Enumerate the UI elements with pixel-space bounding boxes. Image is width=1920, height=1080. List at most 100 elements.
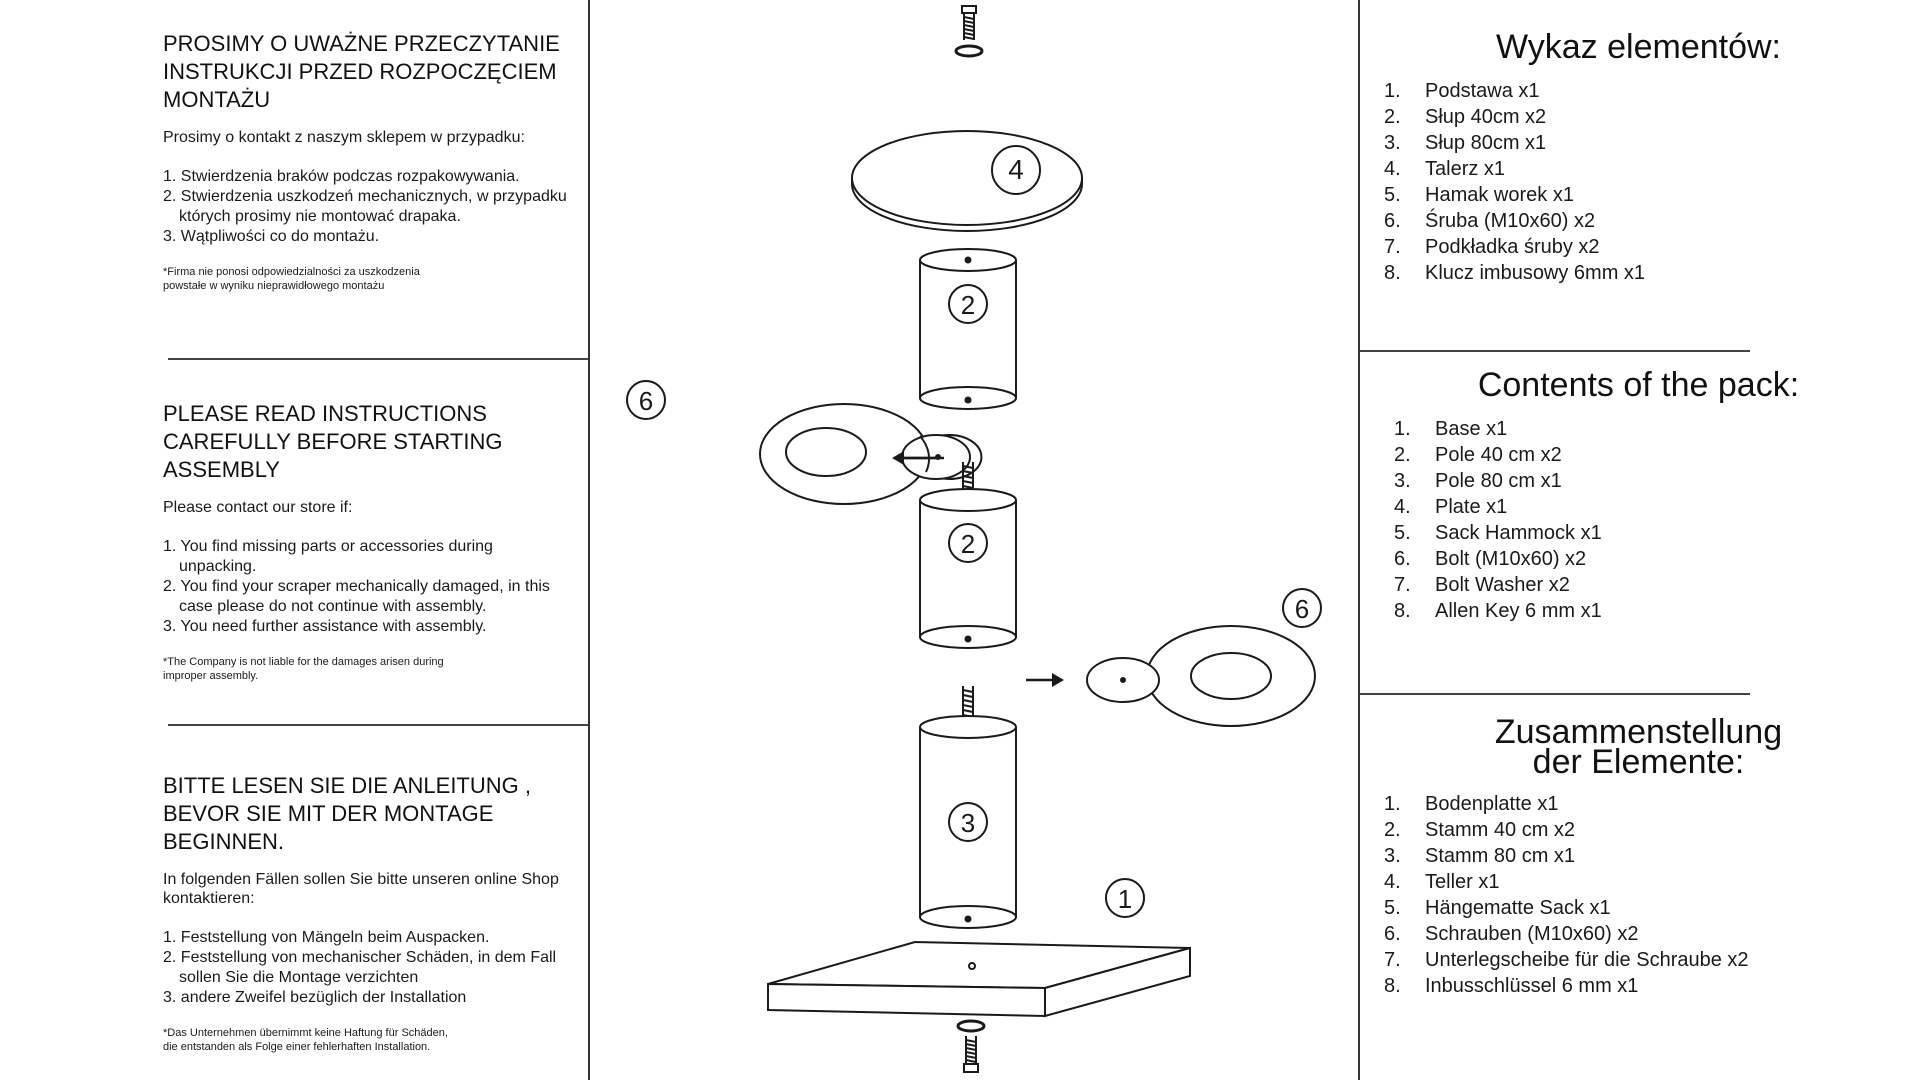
english-note: *The Company is not liable for the damag…: [163, 656, 444, 682]
list-item: 3. Wątpliwości co do montażu.: [163, 228, 380, 245]
plate-part: 4: [851, 130, 1083, 232]
base-part: 1: [767, 878, 1191, 1018]
item-text: Unterlegscheibe für die Schraube x2: [1425, 949, 1749, 971]
item-text: Podkładka śruby x2: [1425, 236, 1600, 258]
item-number: 4.: [1384, 871, 1401, 893]
item-text: Hängematte Sack x1: [1425, 897, 1611, 919]
item-number: 7.: [1394, 574, 1411, 596]
list-item: 4. Teller x1: [1384, 869, 1901, 895]
item-number: 4.: [1394, 496, 1411, 518]
divider: [1360, 693, 1750, 695]
list-item: 8.Allen Key 6 mm x1: [1394, 598, 1901, 624]
list-item: 6.Schrauben (M10x60) x2: [1384, 921, 1901, 947]
english-contents-title: Contents of the pack:: [1477, 366, 1800, 404]
top-bolt-icon: [954, 5, 984, 58]
item-text: Bolt (M10x60) x2: [1435, 548, 1587, 570]
item-number: 6.: [1384, 210, 1401, 232]
item-text: Śruba (M10x60) x2: [1425, 210, 1596, 232]
list-item: 1. You find missing parts or accessories…: [163, 538, 493, 575]
polish-contents-list: 1. Podstawa x1 2. Słup 40cm x2 3. Słup 80cm…: [1384, 78, 1901, 286]
german-instructions: BITTE LESEN SIE DIE ANLEITUNG , BEVOR SI…: [163, 772, 573, 1054]
list-item: 8.Klucz imbusowy 6mm x1: [1384, 260, 1901, 286]
list-item: 5.Hamak worek x1: [1384, 182, 1901, 208]
list-item: 2. Słup 40cm x2: [1384, 104, 1901, 130]
item-number: 7.: [1384, 949, 1401, 971]
english-reasons-list: 1. You find missing parts or accessories…: [163, 537, 573, 637]
item-text: Podstawa x1: [1425, 80, 1540, 102]
item-number: 5.: [1384, 897, 1401, 919]
list-item: 1.Bodenplatte x1: [1384, 791, 1901, 817]
part-label-plate: 4: [1008, 154, 1024, 185]
list-item: 4.Talerz x1: [1384, 156, 1901, 182]
part-label-pole-lower: 2: [961, 529, 975, 559]
contents-column: [1358, 0, 1920, 1080]
list-item: 1. Podstawa x1: [1384, 78, 1901, 104]
item-text: Bolt Washer x2: [1435, 574, 1570, 596]
item-number: 3.: [1384, 845, 1401, 867]
english-title: PLEASE READ INSTRUCTIONS CAREFULLY BEFOR…: [163, 401, 503, 482]
item-text: Sack Hammock x1: [1435, 522, 1602, 544]
instructions-column: PROSIMY O UWAŻNE PRZECZYTANIE INSTRUKCJI…: [0, 0, 590, 1080]
item-text: Pole 80 cm x1: [1435, 470, 1562, 492]
item-number: 4.: [1384, 158, 1401, 180]
divider: [168, 724, 588, 726]
list-item: 6. Bolt (M10x60) x2: [1394, 546, 1901, 572]
list-item: 2.Stamm 40 cm x2: [1384, 817, 1901, 843]
polish-instructions: PROSIMY O UWAŻNE PRZECZYTANIE INSTRUKCJI…: [163, 30, 573, 293]
item-text: Bodenplatte x1: [1425, 793, 1559, 815]
polish-contents-title: Wykaz elementów:: [1495, 28, 1781, 66]
bottom-bolt-icon: [956, 1019, 986, 1073]
list-item: 2. Stwierdzenia uszkodzeń mechanicznych,…: [163, 188, 567, 225]
item-text: Inbusschlüssel 6 mm x1: [1425, 975, 1639, 997]
polish-contents: Wykaz elementów: 1. Podstawa x1 2. Słup 40…: [1376, 30, 1901, 286]
list-item: 1. Feststellung von Mängeln beim Auspack…: [163, 929, 490, 946]
ring-right-part: 6: [1086, 588, 1322, 727]
item-number: 6.: [1394, 548, 1411, 570]
item-text: Słup 40cm x2: [1425, 106, 1547, 128]
list-item: 8.Inbusschlüssel 6 mm x1: [1384, 973, 1901, 999]
item-number: 1.: [1384, 80, 1401, 102]
list-item: 3. Stamm 80 cm x1: [1384, 843, 1901, 869]
part-label-ring-left: 6: [639, 386, 653, 416]
item-number: 2.: [1384, 819, 1401, 841]
list-item: 3. andere Zweifel bezüglich der Installa…: [163, 989, 467, 1006]
item-number: 8.: [1384, 262, 1401, 284]
german-title-line-1: Zusammenstellung: [1494, 713, 1783, 751]
item-text: Pole 40 cm x2: [1435, 444, 1562, 466]
pole-40-upper: 2: [919, 248, 1017, 410]
item-text: Słup 80cm x1: [1425, 132, 1547, 154]
list-item: 7. Podkładka śruby x2: [1384, 234, 1901, 260]
english-contents: Contents of the pack: 1.Base x1 2.Pole 4…: [1376, 368, 1901, 624]
english-contents-list: 1.Base x1 2.Pole 40 cm x2 3.Pole 80 cm x…: [1394, 416, 1901, 624]
arrow-right-icon: [1026, 673, 1064, 687]
polish-intro: Prosimy o kontakt z naszym sklepem w prz…: [163, 129, 525, 146]
german-title: BITTE LESEN SIE DIE ANLEITUNG , BEVOR SI…: [163, 773, 531, 854]
list-item: 4.Plate x1: [1394, 494, 1901, 520]
german-reasons-list: 1. Feststellung von Mängeln beim Auspack…: [163, 928, 573, 1008]
item-number: 2.: [1384, 106, 1401, 128]
ring-left-part: 6: [626, 380, 983, 505]
german-title-line-2: der Elemente:: [1532, 743, 1745, 781]
pole-40-lower: 2: [919, 488, 1017, 649]
german-note: *Das Unternehmen übernimmt keine Haftung…: [163, 1027, 448, 1053]
item-text: Stamm 80 cm x1: [1425, 845, 1576, 867]
pole-80: 3: [919, 715, 1017, 929]
polish-title: PROSIMY O UWAŻNE PRZECZYTANIE INSTRUKCJI…: [163, 31, 560, 112]
item-text: Base x1: [1435, 418, 1508, 440]
list-item: 2. You find your scraper mechanically da…: [163, 578, 550, 615]
item-text: Teller x1: [1425, 871, 1500, 893]
item-number: 3.: [1384, 132, 1401, 154]
polish-reasons-list: 1. Stwierdzenia braków podczas rozpakowy…: [163, 167, 573, 247]
arrow-left-icon: [892, 451, 938, 465]
list-item: 5. Hängematte Sack x1: [1384, 895, 1901, 921]
item-number: 7.: [1384, 236, 1401, 258]
item-number: 1.: [1394, 418, 1411, 440]
german-intro: In folgenden Fällen sollen Sie bitte uns…: [163, 871, 559, 907]
item-text: Allen Key 6 mm x1: [1435, 600, 1602, 622]
english-intro: Please contact our store if:: [163, 499, 353, 516]
assembly-diagram: 4 2 6: [626, 5, 1322, 1073]
list-item: 3. Słup 80cm x1: [1384, 130, 1901, 156]
part-label-base: 1: [1118, 884, 1132, 914]
